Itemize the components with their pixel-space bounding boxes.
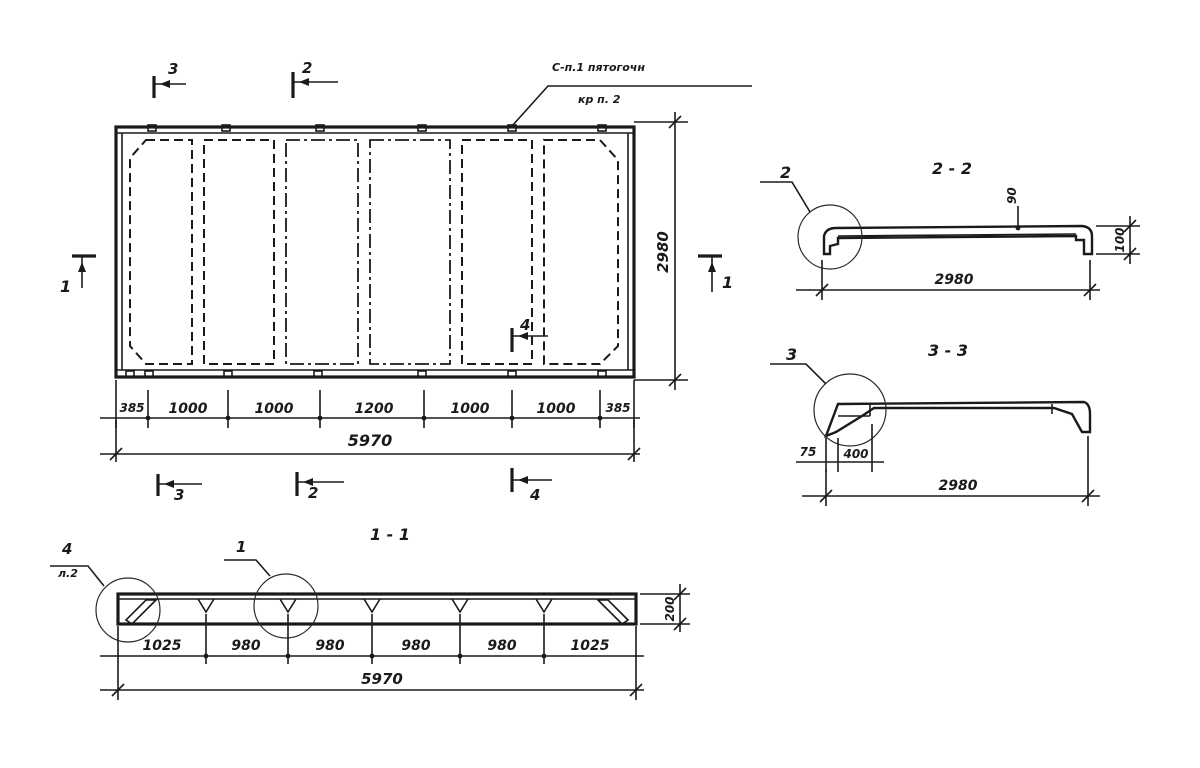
section-3-3-callout-circle bbox=[813, 373, 887, 447]
svg-text:2: 2 bbox=[308, 484, 318, 502]
section-2-2-height-dim: 100 bbox=[1113, 227, 1127, 252]
section-2-2-callout-leader bbox=[760, 181, 811, 213]
section-1-1-callout-mid: 1 bbox=[236, 538, 246, 556]
section-2-2-callout: 2 bbox=[780, 163, 791, 182]
plan-dim-3: 1000 bbox=[255, 401, 294, 417]
section-3-3-width-dim: 2980 bbox=[939, 478, 978, 494]
section-1-1-callout-left-sub: л.2 bbox=[58, 567, 78, 580]
plan-dim-2: 1000 bbox=[169, 401, 208, 417]
section-1-1-height-dim: 200 bbox=[663, 596, 677, 621]
section-1-1-slab bbox=[116, 592, 638, 626]
section-marker-top-3: 3 bbox=[152, 60, 186, 98]
plan-dim-6: 1000 bbox=[537, 401, 576, 417]
section-2-2-top-line bbox=[837, 233, 1077, 237]
section-1-1-callout-leader-left bbox=[50, 565, 105, 587]
plan-note-leader: С-п.1 пятогочн кр п. 2 bbox=[511, 61, 752, 127]
plan-dashed-cells bbox=[129, 139, 619, 365]
section-3-3-callout: 3 bbox=[786, 345, 797, 364]
plan-dim-4: 1200 bbox=[355, 401, 394, 417]
plan-width-dimension: 2980 bbox=[634, 112, 688, 390]
section-marker-inner-4: 4 bbox=[510, 316, 548, 352]
svg-text:3: 3 bbox=[174, 486, 184, 504]
section-1-1-bay-4: 980 bbox=[401, 638, 430, 654]
svg-text:1: 1 bbox=[60, 277, 71, 296]
section-2-2-width-dim: 2980 bbox=[935, 272, 974, 288]
section-1-1-title: 1 - 1 bbox=[370, 525, 410, 544]
section-1-1-bay-3: 980 bbox=[315, 638, 344, 654]
section-1-1: 1 - 1 4 л.2 1 200 bbox=[50, 525, 690, 700]
section-1-1-bay-2: 980 bbox=[231, 638, 260, 654]
section-3-3-profile bbox=[823, 400, 1092, 439]
plan-width-label: 2980 bbox=[654, 231, 672, 273]
section-marker-bottom-4: 4 bbox=[510, 468, 552, 504]
svg-text:3: 3 bbox=[168, 60, 178, 78]
plan-bottom-loops bbox=[125, 370, 607, 378]
plan-note-line2: кр п. 2 bbox=[578, 93, 621, 106]
section-2-2: 2 - 2 2 90 100 2980 bbox=[760, 159, 1140, 300]
section-2-2-callout-circle bbox=[797, 204, 863, 270]
section-1-1-callout-circle-mid bbox=[253, 573, 319, 639]
section-3-3: 3 - 3 3 75 400 2980 bbox=[770, 341, 1100, 506]
section-marker-top-2: 2 bbox=[291, 59, 338, 98]
section-1-1-callout-left: 4 bbox=[61, 540, 72, 558]
svg-text:2: 2 bbox=[302, 59, 312, 77]
svg-text:1: 1 bbox=[722, 273, 733, 292]
svg-text:4: 4 bbox=[529, 486, 540, 504]
section-2-2-title: 2 - 2 bbox=[932, 159, 972, 178]
section-1-1-total-dim: 5970 bbox=[361, 670, 403, 688]
plan-total-label: 5970 bbox=[348, 431, 393, 450]
plan-note-line1: С-п.1 пятогочн bbox=[552, 61, 645, 74]
plan-dim-5: 1000 bbox=[451, 401, 490, 417]
section-1-1-bay-6: 1025 bbox=[571, 638, 610, 654]
plan-slab-outline bbox=[114, 125, 636, 379]
section-marker-left-1: 1 bbox=[60, 254, 96, 296]
section-1-1-bay-1: 1025 bbox=[143, 638, 182, 654]
svg-text:4: 4 bbox=[519, 316, 530, 334]
section-1-1-callout-circle-left bbox=[95, 577, 161, 643]
section-1-1-callout-leader-mid bbox=[224, 559, 271, 577]
plan-bottom-dimension-chain: 385 1000 1000 1200 1000 1000 385 5970 bbox=[100, 380, 641, 462]
section-1-1-bay-5: 980 bbox=[487, 638, 516, 654]
section-3-3-dim-b: 400 bbox=[842, 447, 868, 461]
plan-dim-1: 385 bbox=[119, 401, 144, 415]
section-2-2-profile bbox=[822, 224, 1094, 256]
section-3-3-dim-a: 75 bbox=[800, 445, 817, 459]
section-3-3-title: 3 - 3 bbox=[928, 341, 968, 360]
section-marker-bottom-2: 2 bbox=[295, 472, 344, 502]
section-1-1-ribs bbox=[197, 598, 553, 614]
plan-view: 2980 385 1000 1000 1200 1000 1000 385 bbox=[60, 59, 752, 504]
section-2-2-thick-dim: 90 bbox=[1005, 187, 1019, 204]
section-marker-right-1: 1 bbox=[698, 254, 733, 292]
section-3-3-callout-leader bbox=[770, 363, 827, 385]
plan-dim-7: 385 bbox=[605, 401, 630, 415]
section-marker-bottom-3: 3 bbox=[156, 474, 202, 504]
